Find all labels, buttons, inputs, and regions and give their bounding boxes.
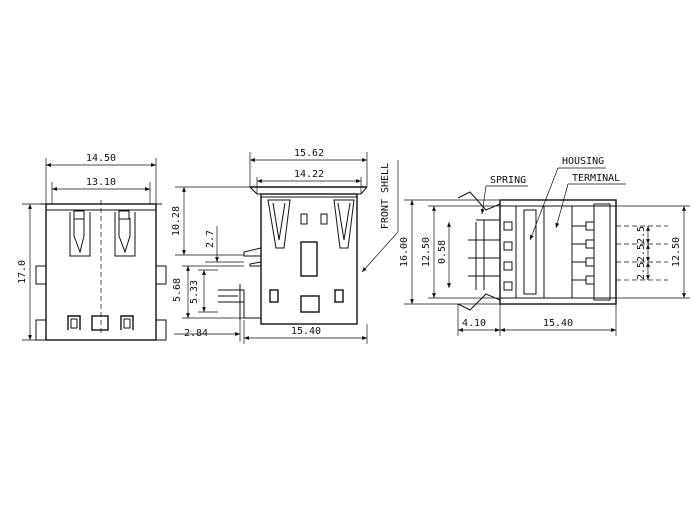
dim-pin-height-a: 5.68: [172, 265, 244, 319]
dim-front-width-inner: 13.10: [51, 177, 151, 204]
front-view: 14.50 13.10 17.0: [17, 153, 167, 341]
dim-side-length: 15.40: [500, 304, 617, 336]
spring-callout: SPRING: [480, 175, 528, 215]
top-pad-left: [269, 289, 279, 303]
dim-label: 12.50: [671, 237, 682, 267]
dim-side-height: 16.00: [399, 199, 500, 305]
dim-spring-gap: 0.58: [437, 222, 451, 288]
dim-label: 14.50: [86, 153, 116, 164]
dim-label: 2.84: [184, 328, 208, 339]
spring-label: SPRING: [490, 175, 526, 186]
dim-label: 2.5: [636, 244, 647, 262]
dim-label: 2.5: [636, 226, 647, 244]
dim-label: 15.40: [543, 318, 573, 329]
dim-side-right-height: 12.50: [616, 205, 690, 299]
dim-label: 2.7: [205, 230, 216, 248]
top-left-spring: [267, 199, 291, 249]
top-right-spring: [333, 199, 355, 249]
dim-base-length: 15.40: [243, 320, 368, 344]
dim-side-offset: 4.10: [457, 304, 501, 336]
top-pad-right: [334, 289, 344, 303]
dim-label: 12.50: [421, 237, 432, 267]
top-view: 15.62 14.22 10.28 2.7 5.68: [171, 148, 399, 344]
side-spring-arms: [457, 191, 501, 311]
side-terminals: [503, 221, 668, 291]
dim-label: 2.5: [636, 262, 647, 280]
front-shell-label: FRONT SHELL: [380, 163, 391, 229]
dim-label: 17.0: [17, 260, 28, 284]
dim-label: 14.22: [294, 169, 324, 180]
dim-pin-spacing: 2.84: [174, 320, 241, 342]
top-pad-center: [300, 295, 320, 313]
front-left-contact: [69, 210, 91, 257]
terminal-label: TERMINAL: [572, 173, 620, 184]
side-left-pins: [468, 219, 500, 290]
dim-terminal-pitch: 2.5 2.5 2.5: [636, 226, 650, 280]
dim-label: 5.33: [189, 280, 200, 304]
dim-pin-height-b: 5.33: [189, 269, 218, 313]
dim-top-width-inner: 14.22: [256, 169, 362, 194]
front-shell-callout: FRONT SHELL: [361, 160, 399, 273]
dim-label: 15.40: [291, 326, 321, 337]
dim-pin-offset: 2.7: [205, 226, 244, 263]
dim-label: 16.00: [399, 237, 410, 267]
top-slot-left: [300, 213, 308, 225]
housing-label: HOUSING: [562, 156, 604, 167]
top-body-outline: [243, 186, 368, 325]
dim-label: 10.28: [171, 206, 182, 236]
dim-top-width-outer: 15.62: [249, 148, 368, 187]
top-side-pins: [218, 284, 261, 320]
dim-side-inner-height: 12.50: [421, 205, 500, 299]
dim-label: 5.68: [172, 278, 183, 302]
dim-top-depth: 10.28: [171, 186, 250, 256]
dim-label: 4.10: [462, 318, 486, 329]
top-center-window: [300, 241, 318, 277]
dim-label: 15.62: [294, 148, 324, 159]
dim-front-height: 17.0: [17, 203, 46, 341]
dim-label: 0.58: [437, 240, 448, 264]
dim-label: 13.10: [86, 177, 116, 188]
side-view: 16.00 12.50 0.58 2.5 2.5 2.5 12.50: [399, 156, 690, 336]
housing-callout: HOUSING: [529, 156, 606, 241]
terminal-callout: TERMINAL: [555, 173, 626, 229]
front-bottom-pads: [67, 315, 134, 331]
front-right-contact: [114, 210, 136, 257]
dim-front-width-outer: 14.50: [45, 153, 157, 204]
top-slot-right: [320, 213, 328, 225]
front-body-outline: [35, 200, 167, 341]
side-housing: [499, 199, 617, 305]
